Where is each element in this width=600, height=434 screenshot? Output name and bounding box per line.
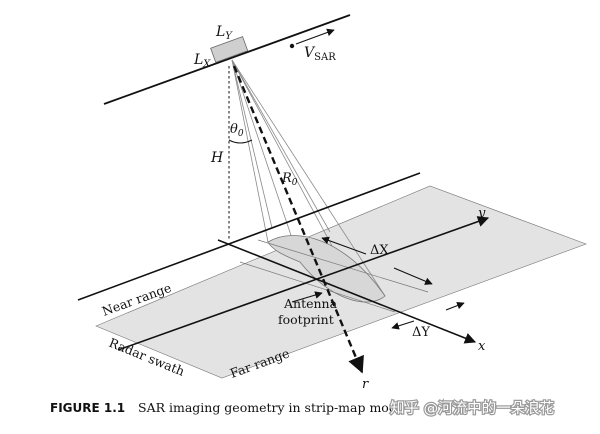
velocity-arrow [295, 28, 335, 45]
label-delta-y: ΔY [412, 325, 430, 340]
velocity-dot [289, 43, 295, 49]
near-range-line [77, 172, 421, 301]
flight-path [103, 14, 351, 105]
delta-x-dimension [321, 236, 433, 285]
figure-caption-text: SAR imaging geometry in strip-map mod [138, 400, 397, 415]
near-range-boundary [239, 261, 396, 313]
label-r0: R0 [281, 171, 298, 188]
x-axis [217, 239, 477, 344]
delta-y-dimension [391, 301, 465, 330]
antenna-beam [231, 59, 386, 297]
label-axis-x: x [478, 339, 486, 354]
label-antenna-footprint-1: Antenna [283, 296, 338, 311]
label-theta: θ0 [230, 122, 244, 139]
watermark: 知乎 @河流中的一朵浪花 [390, 400, 554, 417]
label-vsar: VSAR [304, 45, 336, 63]
figure-caption-label: FIGURE 1.1 [50, 401, 125, 415]
theta-arc [228, 139, 253, 144]
label-antenna-footprint-2: footprint [278, 312, 334, 327]
y-axis [117, 216, 490, 351]
label-height: H [210, 150, 224, 166]
antenna-platform [210, 36, 249, 63]
slant-range-line [232, 65, 364, 374]
label-delta-x: ΔX [370, 243, 389, 258]
label-axis-y: y [477, 206, 486, 221]
far-range-boundary [257, 239, 429, 293]
footprint-pointer [291, 291, 323, 303]
label-lx: LX [193, 52, 211, 70]
label-axis-r: r [362, 377, 369, 392]
label-ly: LY [215, 24, 233, 42]
